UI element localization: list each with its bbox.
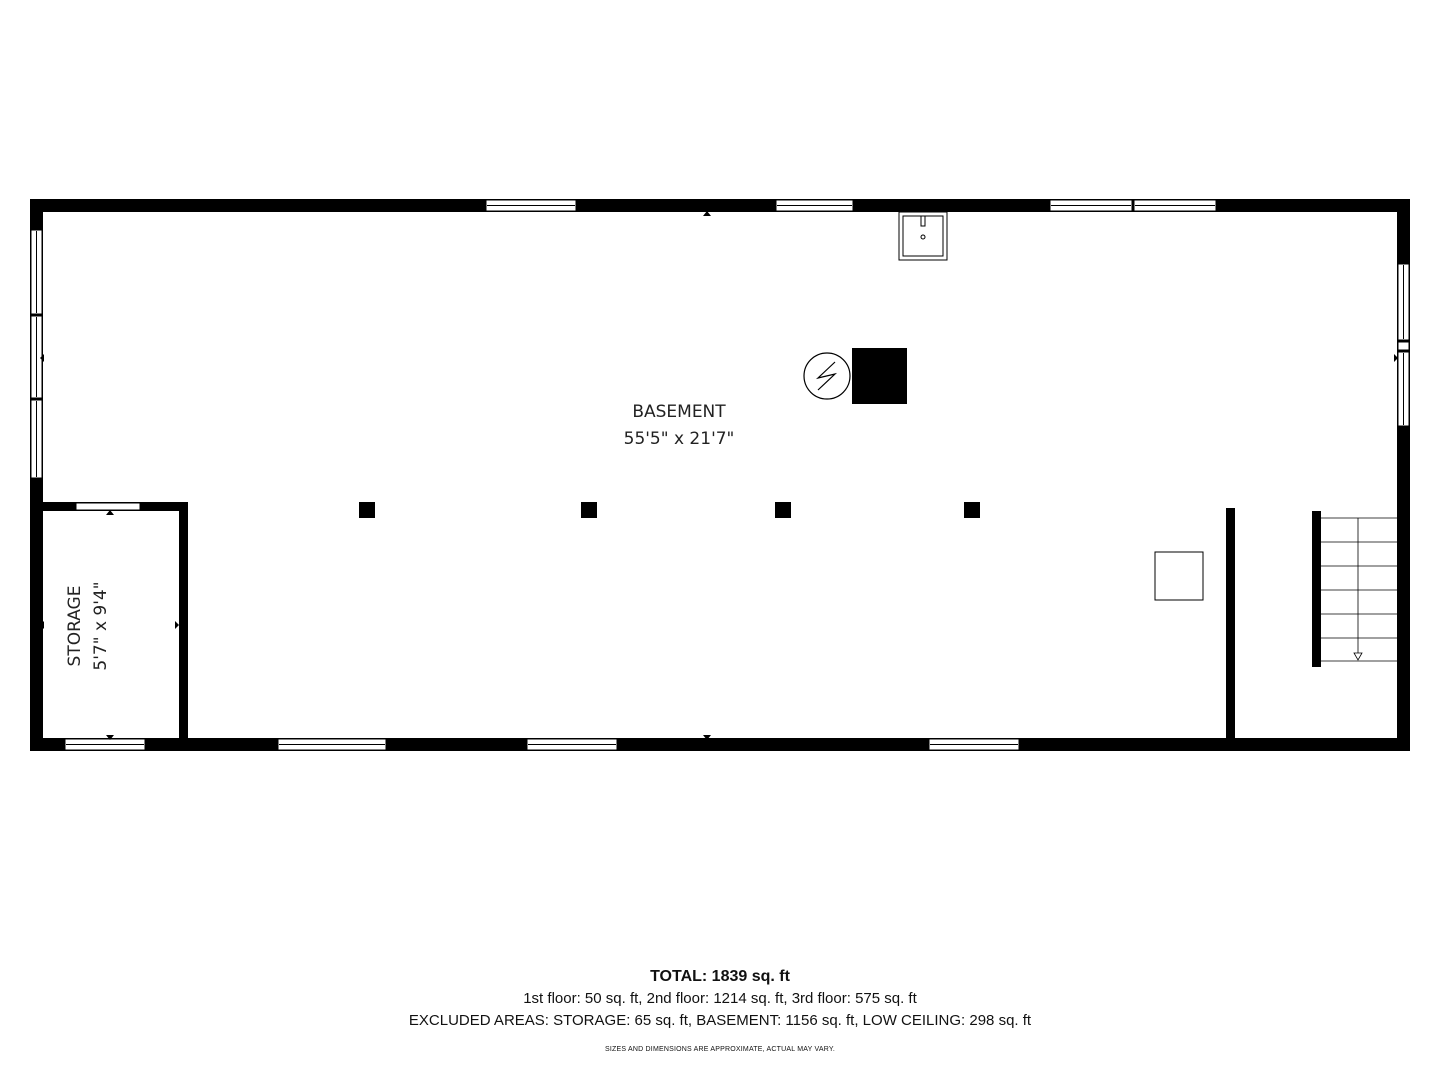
- furnace: [852, 348, 907, 404]
- basement-dims: 55'5" x 21'7": [624, 429, 735, 449]
- interior-walls: [40, 502, 1321, 742]
- windows: [30, 199, 1410, 751]
- basement-name: BASEMENT: [632, 402, 726, 422]
- excluded-areas: EXCLUDED AREAS: STORAGE: 65 sq. ft, BASE…: [408, 1012, 1032, 1029]
- stairs-down-arrow-icon: [1353, 652, 1363, 661]
- electrical-panel-icon: [803, 352, 851, 400]
- appliance-box: [1154, 551, 1204, 601]
- storage-name: STORAGE: [65, 586, 85, 667]
- disclaimer: SIZES AND DIMENSIONS ARE APPROXIMATE, AC…: [605, 1046, 835, 1053]
- total-area: TOTAL: 1839 sq. ft: [650, 968, 790, 985]
- storage-dims: 5'7" x 9'4": [91, 581, 111, 670]
- floor-areas: 1st floor: 50 sq. ft, 2nd floor: 1214 sq…: [523, 990, 917, 1007]
- storage-door-opening: [75, 502, 141, 511]
- support-columns: [359, 502, 980, 518]
- staircase: [1321, 517, 1397, 662]
- sink-icon: [898, 211, 948, 261]
- door-marker-icon: [40, 211, 1398, 740]
- exterior-walls: [30, 199, 1410, 751]
